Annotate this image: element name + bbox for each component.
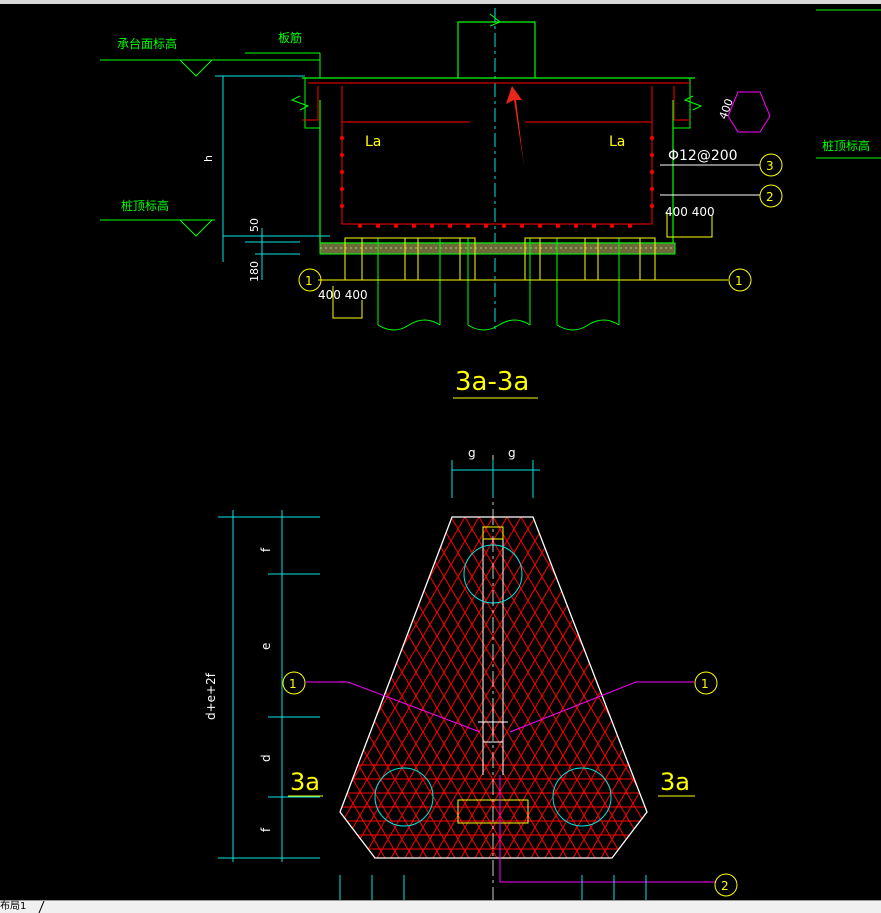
hatch-line — [340, 517, 386, 858]
dim-total: d+e+2f — [204, 672, 218, 720]
hatch-line — [340, 517, 428, 858]
hatch-line — [586, 517, 647, 858]
cap-left-step — [304, 78, 320, 129]
hatch-line — [408, 517, 610, 858]
break-mark-left — [290, 95, 310, 111]
top-dims — [451, 460, 540, 498]
label-pile-top-left: 桩顶标高 — [121, 198, 169, 213]
callout-1-right-text: 1 — [735, 274, 743, 288]
hatch-line — [340, 517, 498, 858]
hatch-line — [558, 517, 647, 858]
dim-g2: g — [508, 446, 516, 460]
plan-callout-1-left: 1 — [289, 677, 297, 691]
hatch-line — [600, 517, 647, 858]
callout-3-text: 3 — [766, 159, 774, 173]
hatch-line — [340, 517, 494, 858]
dim-box-bottom-left — [332, 286, 363, 319]
cap-outline — [319, 100, 674, 244]
section-view — [100, 8, 881, 399]
plan-callout-2: 2 — [721, 879, 729, 893]
piles — [377, 238, 620, 331]
dim-180: 180 — [248, 261, 261, 282]
anchor-la-left: La — [365, 134, 381, 150]
hatch-line — [340, 517, 522, 858]
window-top-strip — [0, 0, 881, 4]
dims-bottom-left: 400 400 — [318, 288, 368, 302]
label-slab-rebar: 板筋 — [278, 30, 302, 45]
callout-2 — [759, 184, 783, 208]
pile-top-elev-triangle — [179, 219, 213, 237]
tab-layout1[interactable]: 布局1 — [0, 901, 27, 912]
rebar-dots — [340, 136, 654, 228]
hatch-line — [464, 517, 647, 858]
left-dims — [218, 510, 320, 862]
hexagon-detail — [727, 91, 771, 133]
hatch-line — [492, 517, 647, 858]
tab-divider-icon — [38, 901, 45, 913]
dim-400-right: 400 — [717, 97, 736, 121]
dim-g1: g — [468, 446, 476, 460]
dim-f-bottom: f — [259, 827, 273, 832]
break-mark-right — [683, 95, 703, 111]
dim-chain-left — [215, 75, 305, 280]
callout-1-right — [728, 268, 752, 292]
column-outline — [457, 21, 536, 78]
label-pile-top-right: 桩顶标高 — [822, 138, 870, 153]
callout-3 — [759, 153, 783, 177]
plan-callout-circles — [282, 671, 738, 897]
hatch-line — [340, 517, 536, 858]
hatch-line — [436, 517, 638, 858]
anchor-la-right: La — [609, 134, 625, 150]
dim-d: d — [259, 754, 273, 762]
hatch-line — [348, 517, 550, 858]
dims-mid-right: 400 400 — [665, 205, 715, 219]
plan-texts: g g d+e+2f f e d f 1 1 2 3a 3a — [204, 446, 729, 893]
dim-e: e — [259, 643, 273, 650]
section-callout-circles — [298, 153, 783, 292]
top-rebar-hook-right — [673, 86, 690, 121]
callout-1-left-text: 1 — [305, 274, 313, 288]
dim-f-top: f — [259, 547, 273, 552]
cap-right-step — [673, 78, 691, 129]
callout-leaders — [306, 681, 716, 883]
hatch-line — [340, 517, 414, 858]
cut-label-left: 3a — [290, 768, 320, 796]
hatch-line — [340, 517, 400, 858]
callout-1-left — [298, 268, 322, 292]
hatch-line — [362, 517, 564, 858]
dim-h: h — [202, 155, 215, 162]
dim-box-mid-right — [666, 212, 713, 238]
bottom-ticks — [339, 875, 647, 900]
dim-50: 50 — [248, 218, 261, 232]
callout-2-text: 2 — [766, 190, 774, 204]
hatch-line — [450, 517, 647, 858]
top-rebar-hook-left — [302, 86, 319, 121]
label-cap-elevation: 承台面标高 — [117, 36, 177, 51]
rebar-spec: Φ12@200 — [668, 148, 738, 164]
section-title: 3a-3a — [455, 367, 529, 397]
hatch-line — [376, 517, 578, 858]
hatch-line — [572, 517, 647, 858]
plan-callout-1-right: 1 — [701, 677, 709, 691]
pile-cap-outline — [339, 516, 648, 859]
cut-label-right: 3a — [660, 768, 690, 796]
hatch-line — [422, 517, 624, 858]
layout-tab-bar: 布局1 — [0, 900, 881, 913]
hatch-line — [488, 517, 647, 858]
red-arrow-annotation — [506, 86, 524, 166]
cap-elev-triangle — [179, 59, 213, 77]
section-texts: 承台面标高 板筋 桩顶标高 桩顶标高 h 50 180 400 La La Φ1… — [117, 30, 870, 397]
